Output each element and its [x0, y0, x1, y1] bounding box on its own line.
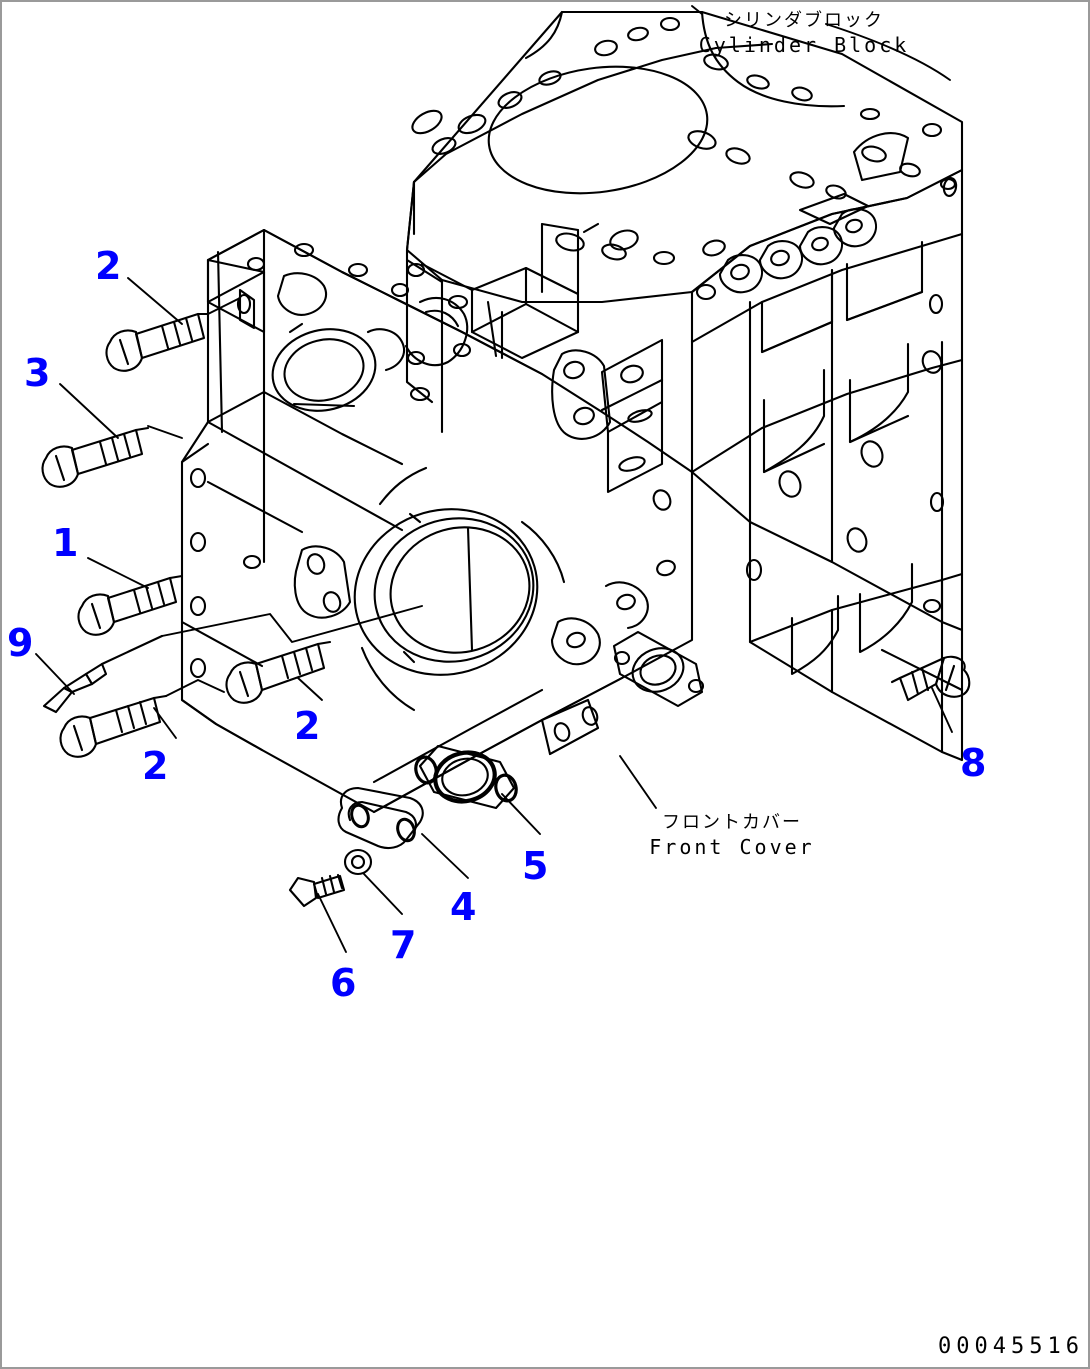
label-front-cover: フロントカバー Front Cover	[632, 810, 832, 860]
part-9-dowel-pin	[42, 634, 164, 714]
part-7-washer	[343, 848, 373, 876]
front-cover-upper-bracket	[420, 222, 664, 494]
callout-6[interactable]: 6	[330, 961, 357, 1005]
callout-7[interactable]: 7	[390, 923, 417, 967]
part-8-bolt-right	[890, 655, 971, 702]
part-2-bolt-lower	[59, 694, 168, 758]
callout-2-center[interactable]: 2	[294, 704, 321, 748]
crankshaft-seal-bore	[353, 508, 539, 676]
part-2-bolt-upper-left	[105, 312, 210, 372]
callout-5[interactable]: 5	[522, 844, 549, 888]
callout-4[interactable]: 4	[450, 885, 477, 929]
block-side-bolt-bosses	[695, 208, 878, 301]
part-6-bolt	[288, 873, 346, 908]
callout-2-lower[interactable]: 2	[142, 744, 169, 788]
callout-8[interactable]: 8	[960, 741, 987, 785]
part-2-bolt-center	[225, 640, 332, 704]
callout-2-upper-left[interactable]: 2	[95, 244, 122, 288]
part-3-bolt-long	[41, 426, 150, 488]
cylinder-block-left-face	[404, 180, 472, 434]
front-cover-body	[180, 228, 694, 814]
part-5-gasket	[414, 744, 518, 810]
leader-lines	[35, 5, 953, 953]
front-cover-oil-port	[612, 630, 705, 708]
label-front-cover-en: Front Cover	[649, 835, 815, 859]
part-1-bolt-lower-left	[77, 574, 184, 636]
part-4-cover-plate	[337, 786, 424, 850]
label-cylinder-block-en: Cylinder Block	[698, 33, 910, 57]
callout-9[interactable]: 9	[7, 621, 34, 665]
callout-1[interactable]: 1	[52, 521, 79, 565]
label-cylinder-block: シリンダブロック Cylinder Block	[684, 8, 924, 58]
label-front-cover-jp: フロントカバー	[662, 812, 802, 833]
callout-3[interactable]: 3	[24, 351, 51, 395]
label-cylinder-block-jp: シリンダブロック	[724, 10, 884, 31]
drawing-number: 00045516	[938, 1334, 1084, 1359]
cylinder-block-right-wall	[690, 168, 964, 762]
